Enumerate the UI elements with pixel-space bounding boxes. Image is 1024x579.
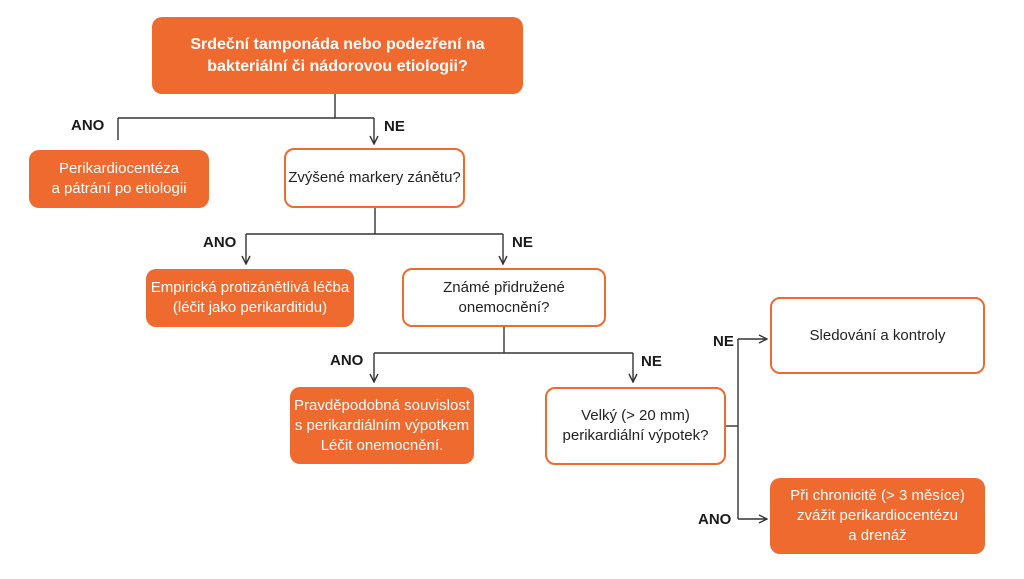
node-start-question: Srdeční tamponáda nebo podezření na bakt… <box>152 17 523 94</box>
label-large-yes: ANO <box>698 511 732 528</box>
node-pericardiocentesis: Perikardiocentéza a pátrání po etiologii <box>29 150 209 208</box>
node-monitoring: Sledování a kontroly <box>770 297 985 374</box>
label-start-no: NE <box>384 118 405 135</box>
node-probable-association: Pravděpodobná souvislost s perikardiální… <box>290 387 474 464</box>
label-start-yes: ANO <box>71 117 105 134</box>
label-known-yes: ANO <box>330 352 364 369</box>
node-inflammation-markers: Zvýšené markery zánětu? <box>284 148 465 208</box>
label-known-no: NE <box>641 353 662 370</box>
label-markers-no: NE <box>512 234 533 251</box>
label-large-no: NE <box>713 333 734 350</box>
node-empiric-treatment: Empirická protizánětlivá léčba (léčit ja… <box>146 269 354 327</box>
label-markers-yes: ANO <box>203 234 237 251</box>
node-chronic-drainage: Při chronicitě (> 3 měsíce) zvážit perik… <box>770 478 985 554</box>
node-large-effusion: Velký (> 20 mm) perikardiální výpotek? <box>545 387 726 465</box>
node-known-disease: Známé přidružené onemocnění? <box>402 268 606 327</box>
